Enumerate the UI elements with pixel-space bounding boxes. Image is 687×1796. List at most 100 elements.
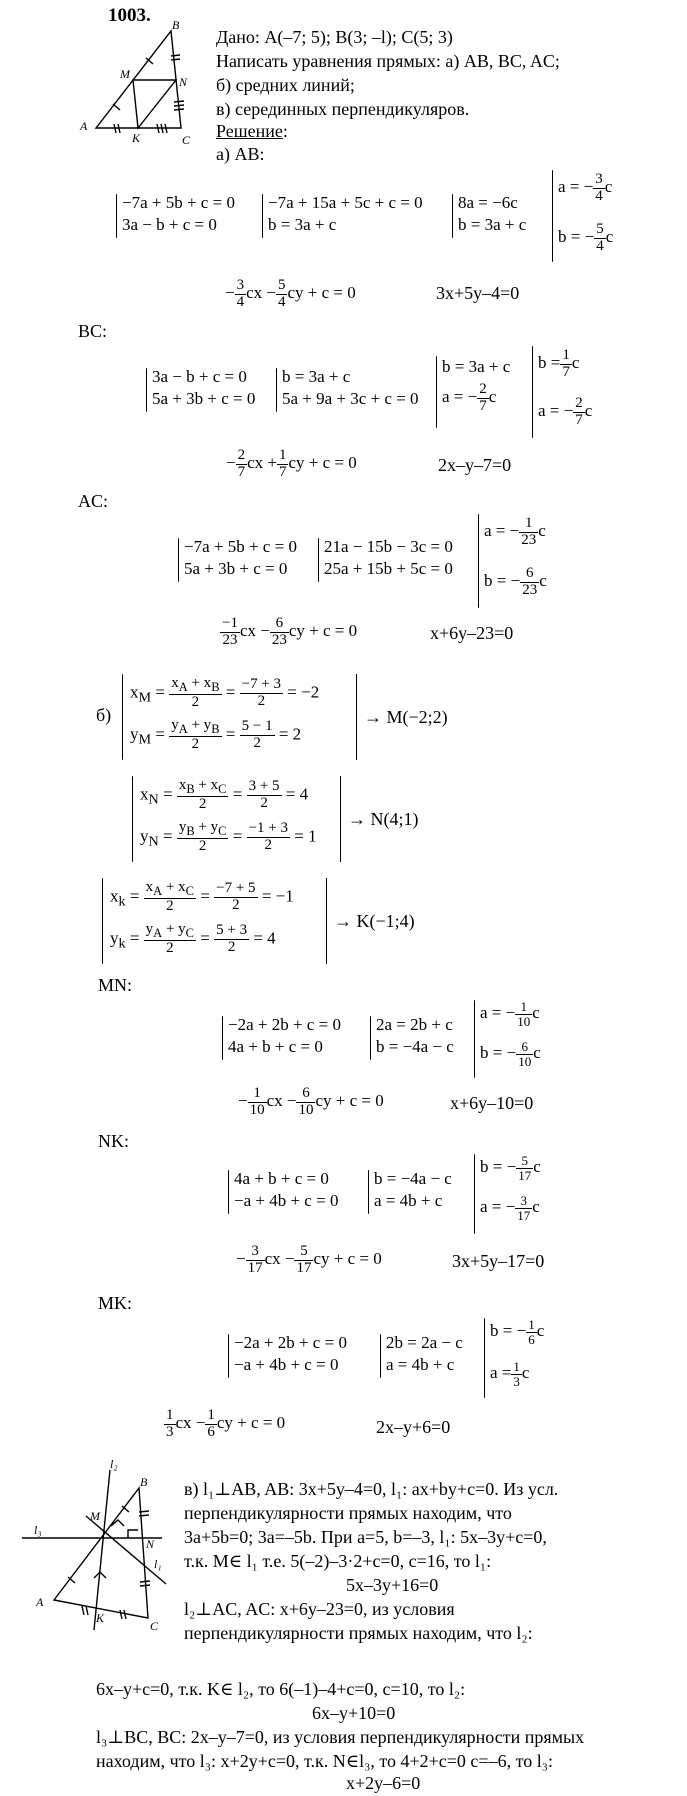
mn-sys1-line1: −2a + 2b + c = 0	[228, 1015, 341, 1034]
bc-sys2-line1: b = 3a + c	[282, 367, 351, 386]
brace	[552, 170, 553, 262]
subscript: B	[186, 782, 195, 796]
subscript: N	[148, 833, 159, 850]
fig2-label-b: B	[140, 1475, 148, 1489]
numerator: 1	[526, 1317, 537, 1333]
expr: c	[604, 177, 613, 197]
brace	[228, 1170, 229, 1214]
mn-sys2-line1: 2a = 2b + c	[376, 1015, 453, 1034]
fig2-label-l2: l₂	[110, 1458, 118, 1471]
fig1-label-n: N	[178, 75, 188, 89]
expr: c	[532, 1197, 540, 1217]
midpoint-m-result: → M(−2;2)	[364, 707, 448, 727]
bc-label: BC:	[78, 321, 108, 341]
expr: a =	[490, 1363, 512, 1383]
expr: + x	[191, 675, 212, 691]
fig2-label-k: K	[95, 1611, 105, 1625]
numerator: 5 − 1	[239, 718, 275, 736]
expr: c	[538, 521, 546, 541]
denominator: 10	[517, 1013, 531, 1029]
bc-sys3-line1: b = 3a + c	[442, 357, 511, 376]
numerator: 1	[205, 1407, 217, 1425]
denominator: 17	[518, 1167, 532, 1183]
mn-sys1-line2: 4a + b + c = 0	[228, 1037, 323, 1056]
nk-sys2-line2: a = 4b + c	[374, 1191, 443, 1210]
numerator: xB + xC	[176, 777, 229, 798]
given-line: Дано: A(–7; 5); B(3; –l); C(5; 3)	[216, 27, 453, 47]
subscript: M	[138, 731, 152, 748]
expr: y	[145, 921, 154, 937]
mk-result: 2x–y+6=0	[376, 1417, 451, 1437]
expr: y	[130, 724, 139, 744]
expr: =	[162, 784, 173, 804]
nk-sys1-line2: −a + 4b + c = 0	[234, 1191, 339, 1210]
part-c-line: l₂⊥AC, AC: x+6y–23=0, из условия	[184, 1599, 455, 1619]
denominator: 7	[278, 463, 287, 480]
mk-label: MK:	[98, 1293, 133, 1313]
ab-sys2-line2: b = 3a + c	[268, 215, 337, 234]
fig1-label-b: B	[172, 20, 180, 32]
brace	[478, 514, 479, 608]
numerator: yA + yB	[169, 717, 222, 738]
expr: =	[155, 682, 165, 702]
mk-sys2-line2: a = 4b + c	[386, 1355, 455, 1374]
part-c-line: 6x–y+10=0	[312, 1703, 396, 1723]
fig1-label-k: K	[131, 131, 141, 145]
expr: = 4	[253, 928, 276, 948]
expr: c	[584, 401, 593, 421]
ac-label: AC:	[78, 491, 109, 511]
mn-label: MN:	[98, 975, 133, 995]
nk-result: 3x+5y–17=0	[452, 1251, 545, 1271]
denominator: 17	[517, 1207, 531, 1223]
mk-sys1-line1: −2a + 2b + c = 0	[234, 1333, 347, 1352]
numerator: yB + yC	[176, 819, 229, 840]
brace	[276, 368, 277, 412]
fig2-label-l1: l₁	[154, 1557, 162, 1571]
brace	[474, 1000, 475, 1078]
mk-sys2-line1: 2b = 2a − c	[386, 1333, 463, 1352]
expr: = 1	[294, 826, 317, 846]
part-c-line: перпендикулярности прямых находим, что	[184, 1503, 512, 1523]
triangle-midlines-figure: B M N A K C	[79, 20, 191, 147]
numerator: 5	[594, 221, 606, 239]
part-c-line: т.к. M∈ l₁ т.е. 5(–2)–3·2+c=0, c=16, то …	[184, 1551, 492, 1571]
expr: =	[162, 826, 173, 846]
expr: b = −	[490, 1321, 527, 1341]
expr: y	[140, 826, 149, 846]
expr: a = −	[480, 1197, 516, 1217]
expr: =	[232, 784, 243, 804]
denominator: 2	[253, 734, 261, 751]
expr: a = −	[442, 387, 478, 407]
part-c-line: 6x–y+c=0, т.к. K∈ l₂, то 6(–1)–4+c=0, c=…	[96, 1679, 466, 1699]
expr: cx −	[266, 1091, 297, 1111]
denominator: 7	[479, 397, 487, 414]
brace	[368, 1170, 369, 1214]
expr: x	[130, 682, 139, 702]
numerator: −1	[220, 615, 240, 633]
brace	[228, 1334, 229, 1378]
denominator: 23	[271, 631, 287, 648]
midpoint-k-result: → K(−1;4)	[334, 911, 415, 931]
numerator: 1	[247, 1085, 267, 1103]
expr: b = −	[480, 1043, 517, 1063]
expr: −	[225, 283, 235, 303]
